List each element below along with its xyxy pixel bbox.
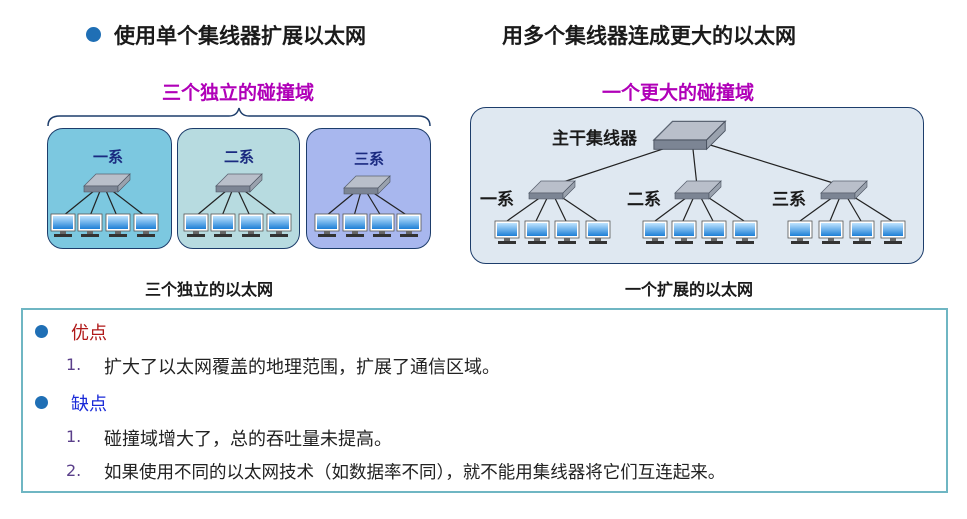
dept-label-3: 三系: [354, 150, 385, 168]
computer-icon: [554, 220, 580, 245]
dept1-hub-icon: [83, 173, 131, 193]
right-dept1-hub-icon: [528, 180, 576, 200]
computer-icon: [524, 220, 550, 245]
computer-icon: [818, 220, 844, 245]
advantages-bullet-icon: [35, 325, 48, 338]
disadvantage-text-1: 碰撞域增大了，总的吞吐量未提高。: [104, 429, 392, 450]
right-dept-label-3: 三系: [772, 190, 806, 210]
disadvantages-bullet-icon: [35, 396, 48, 409]
computer-icon: [369, 213, 395, 238]
disadvantages-label: 缺点: [71, 394, 107, 415]
advantage-text-1: 扩大了以太网覆盖的地理范围，扩展了通信区域。: [104, 357, 500, 378]
computer-icon: [732, 220, 758, 245]
right-dept-label-1: 一系: [480, 190, 514, 210]
computer-icon: [642, 220, 668, 245]
computer-icon: [77, 213, 103, 238]
computer-icon: [671, 220, 697, 245]
computer-icon: [494, 220, 520, 245]
computer-icon: [701, 220, 727, 245]
computer-icon: [787, 220, 813, 245]
computer-icon: [314, 213, 340, 238]
right-dept-label-2: 二系: [627, 190, 661, 210]
left-domain-label: 三个独立的碰撞域: [162, 82, 315, 104]
computer-icon: [105, 213, 131, 238]
dept3-hub-icon: [343, 175, 391, 195]
disadvantage-num-1: 1.: [66, 427, 82, 446]
computer-icon: [396, 213, 422, 238]
brace-icon: [47, 107, 431, 127]
advantage-num-1: 1.: [66, 355, 82, 374]
disadvantage-text-2: 如果使用不同的以太网技术（如数据率不同），就不能用集线器将它们互连起来。: [104, 463, 726, 483]
dept2-hub-icon: [215, 173, 263, 193]
network-diagram: [50, 120, 906, 245]
pros-cons-panel: [21, 308, 948, 493]
right-dept3-hub-icon: [820, 180, 868, 200]
backbone-hub-icon: [653, 120, 726, 150]
computer-icon: [183, 213, 209, 238]
dept-label-2: 二系: [224, 148, 255, 166]
backbone-hub-label: 主干集线器: [552, 129, 637, 149]
right-caption: 一个扩展的以太网: [625, 280, 754, 299]
computer-icon: [849, 220, 875, 245]
title-bullet-icon: [86, 27, 101, 42]
computer-icon: [880, 220, 906, 245]
computer-icon: [266, 213, 292, 238]
computer-icon: [210, 213, 236, 238]
computer-icon: [50, 213, 76, 238]
computer-icon: [133, 213, 159, 238]
right-title: 用多个集线器连成更大的以太网: [502, 24, 796, 48]
right-dept2-hub-icon: [674, 180, 722, 200]
computer-icon: [342, 213, 368, 238]
disadvantage-num-2: 2.: [66, 461, 82, 480]
advantages-label: 优点: [71, 323, 107, 344]
left-title: 使用单个集线器扩展以太网: [114, 24, 366, 48]
computer-icon: [238, 213, 264, 238]
computer-icon: [585, 220, 611, 245]
right-domain-label: 一个更大的碰撞域: [602, 82, 755, 104]
left-caption: 三个独立的以太网: [145, 280, 274, 299]
dept-label-1: 一系: [93, 148, 124, 166]
